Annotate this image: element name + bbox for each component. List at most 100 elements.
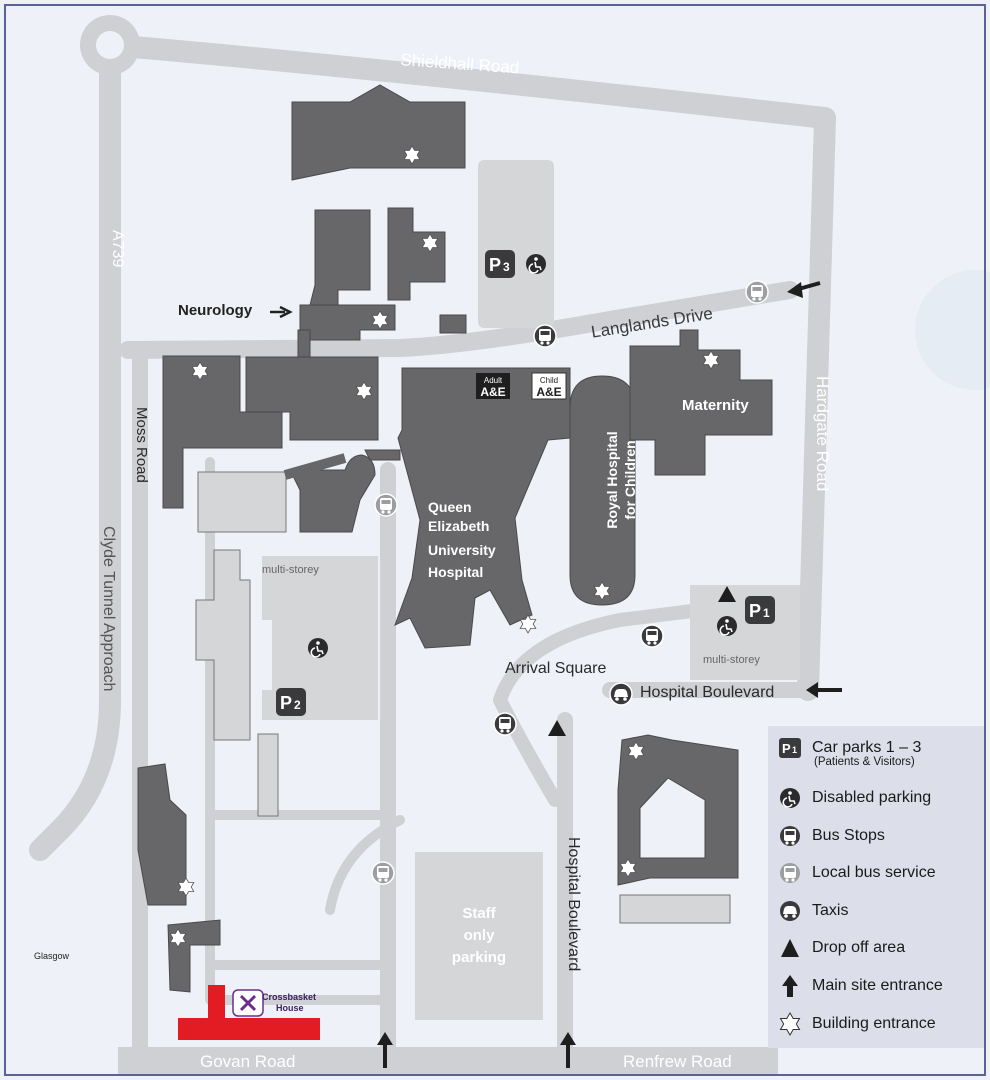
car-park-p2-area	[262, 556, 378, 720]
legend-car-parks-sub: (Patients & Visitors)	[814, 756, 915, 768]
building-walkway	[283, 453, 347, 480]
label-multi-storey-1: multi-storey	[262, 564, 319, 576]
legend-p-letter: P	[782, 741, 791, 756]
local-bus-icon	[778, 861, 802, 885]
entrance-arrow-icon	[377, 1032, 393, 1068]
disabled-parking-icon	[778, 786, 802, 810]
label-qeuh-2: Elizabeth	[428, 518, 489, 534]
building-central	[289, 454, 376, 533]
road-langlands	[119, 281, 799, 359]
label-qeuh-3: University	[428, 542, 496, 558]
label-arrival-square: Arrival Square	[505, 660, 606, 677]
drop-off-icon	[548, 720, 566, 736]
car-park-p3-area	[478, 160, 554, 328]
road-label-a739: A739	[109, 230, 126, 267]
svg-text:P: P	[749, 601, 761, 621]
car-park-p3-badge: P 3	[485, 250, 515, 278]
disabled-parking-icon	[716, 615, 738, 637]
entrance-arrow-icon	[560, 1032, 576, 1068]
legend-building-entrance-label: Building entrance	[812, 1015, 936, 1032]
road-label-hospital-boulevard: Hospital Boulevard	[640, 684, 774, 701]
road-shieldhall	[99, 34, 836, 129]
label-glasgow: Glasgow	[34, 951, 70, 961]
road-govan-renfrew	[118, 1047, 778, 1075]
disabled-parking-icon	[525, 253, 547, 275]
crossbasket-label-2: House	[276, 1003, 304, 1013]
road-hardgate	[797, 107, 836, 701]
crossbasket-house-building	[178, 985, 320, 1040]
building-southeast	[617, 734, 739, 886]
local-bus-icon	[745, 280, 769, 304]
road-arrival-loop	[493, 603, 707, 707]
label-neurology: Neurology	[178, 302, 253, 319]
adult-ae-badge: Adult A&E	[476, 373, 510, 399]
background-decoration	[915, 270, 990, 390]
svg-text:P: P	[280, 693, 292, 713]
road-label-renfrew: Renfrew Road	[623, 1052, 732, 1071]
entrance-arrow-icon	[787, 281, 821, 298]
legend-disabled-label: Disabled parking	[812, 789, 932, 806]
label-staff-1: Staff	[462, 905, 496, 922]
building-light-1	[197, 471, 287, 533]
building-southwest-a	[137, 763, 187, 906]
legend-main-entrance: Main site entrance	[778, 974, 943, 998]
legend-taxis: Taxis	[778, 899, 848, 923]
label-qeuh-1: Queen	[428, 499, 472, 515]
road-label-govan: Govan Road	[200, 1052, 295, 1071]
road-internal-curve	[325, 815, 405, 915]
local-bus-icon	[371, 861, 395, 885]
building-light-2	[257, 733, 279, 817]
road-network	[29, 34, 836, 1058]
drop-off-icon	[778, 936, 802, 960]
svg-text:2: 2	[294, 698, 301, 712]
road-label-moss: Moss Road	[133, 407, 150, 483]
buildings	[137, 84, 773, 993]
bus-stop-icon	[533, 324, 557, 348]
building-west-a	[162, 355, 283, 509]
svg-text:1: 1	[763, 606, 770, 620]
building-small	[439, 314, 467, 334]
label-multi-storey-2: multi-storey	[703, 654, 760, 666]
legend-car-parks-label: Car parks 1 – 3	[812, 739, 922, 756]
legend-building-entrance: Building entrance	[778, 1012, 936, 1036]
local-bus-icon	[374, 493, 398, 517]
drop-off-icon	[718, 586, 736, 602]
label-qeuh-4: Hospital	[428, 564, 483, 580]
car-park-p1-badge: P 1	[745, 596, 775, 624]
legend-drop-off: Drop off area	[778, 936, 905, 960]
legend-drop-off-label: Drop off area	[812, 939, 906, 956]
label-staff-3: parking	[452, 949, 506, 966]
disabled-parking-icon	[307, 637, 329, 659]
svg-text:3: 3	[503, 260, 510, 274]
child-ae-badge: Child A&E	[531, 372, 567, 400]
bus-stop-icon	[778, 824, 802, 848]
building-entrance-icon	[778, 1012, 802, 1036]
label-rhc-1: Royal Hospital	[604, 431, 620, 528]
taxi-icon	[609, 682, 633, 706]
building-north-b	[387, 207, 446, 301]
building-light-4	[619, 894, 731, 924]
adult-ae-bottom: A&E	[480, 385, 505, 399]
building-maternity	[629, 329, 773, 476]
map-legend	[768, 726, 984, 1048]
road-label-hospital-boulevard-vertical: Hospital Boulevard	[565, 837, 582, 971]
bus-stop-icon	[640, 624, 664, 648]
legend-bus-stops: Bus Stops	[778, 824, 885, 848]
entrance-arrow-icon	[778, 974, 802, 998]
legend-main-entrance-label: Main site entrance	[812, 977, 943, 994]
legend-bus-stops-label: Bus Stops	[812, 827, 885, 844]
building-bridge	[364, 449, 401, 461]
road-clyde-tunnel	[29, 34, 122, 861]
building-north-a	[309, 209, 371, 306]
building-qeuh	[394, 367, 571, 649]
svg-text:P: P	[489, 255, 501, 275]
neurology-arrow-icon	[270, 305, 293, 319]
car-park-p2-badge: P 2	[276, 688, 306, 716]
road-label-hardgate: Hardgate Road	[813, 376, 832, 491]
parking-areas	[195, 160, 800, 1020]
building-west-b	[245, 356, 379, 441]
crossbasket-logo	[232, 989, 264, 1017]
